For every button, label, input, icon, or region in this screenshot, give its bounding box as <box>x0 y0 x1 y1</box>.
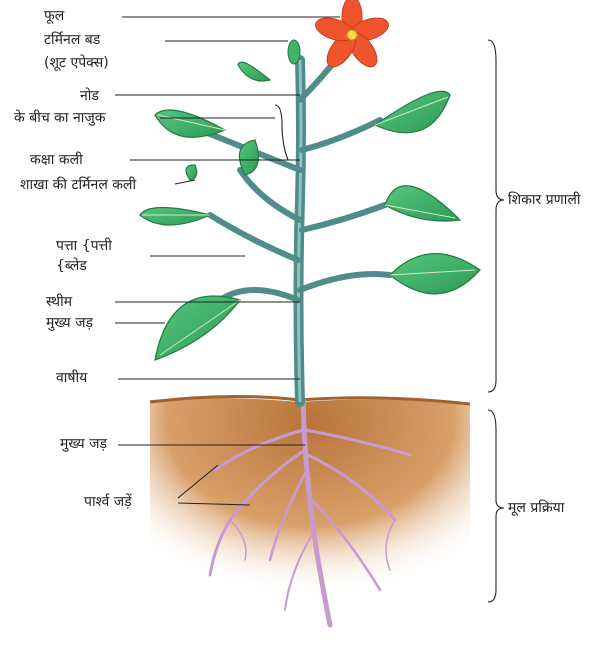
label-main-root-upper: मुख्य जड़ <box>46 315 93 332</box>
label-petiole: स्थीम <box>46 294 72 311</box>
label-root-system: मूल प्रक्रिया <box>508 500 564 517</box>
label-node: नोड <box>80 88 99 105</box>
label-internode: के बीच का नाजुक <box>14 110 106 127</box>
label-terminal-bud: टर्मिनल बड <box>44 32 100 49</box>
label-shoot-apex: (शूट एपेक्स) <box>44 55 109 72</box>
label-leaf-blade-1: पत्ता {पत्ती <box>56 238 112 255</box>
label-shoot-system: शिकार प्रणाली <box>508 192 581 209</box>
label-flower: फूल <box>44 8 64 25</box>
leaves <box>140 62 480 360</box>
label-leaf-blade-2: {ब्लेड <box>56 258 87 275</box>
label-vein: वाषीय <box>56 370 87 387</box>
label-main-root: मुख्य जड़ <box>60 436 107 453</box>
flower <box>313 0 391 72</box>
label-branch-terminal-bud: शाखा की टर्मिनल कली <box>20 177 136 194</box>
terminal-bud <box>288 40 300 64</box>
label-axillary-bud: कक्षा कली <box>30 152 83 169</box>
label-lateral-roots: पार्श्व जड़ें <box>84 494 132 511</box>
